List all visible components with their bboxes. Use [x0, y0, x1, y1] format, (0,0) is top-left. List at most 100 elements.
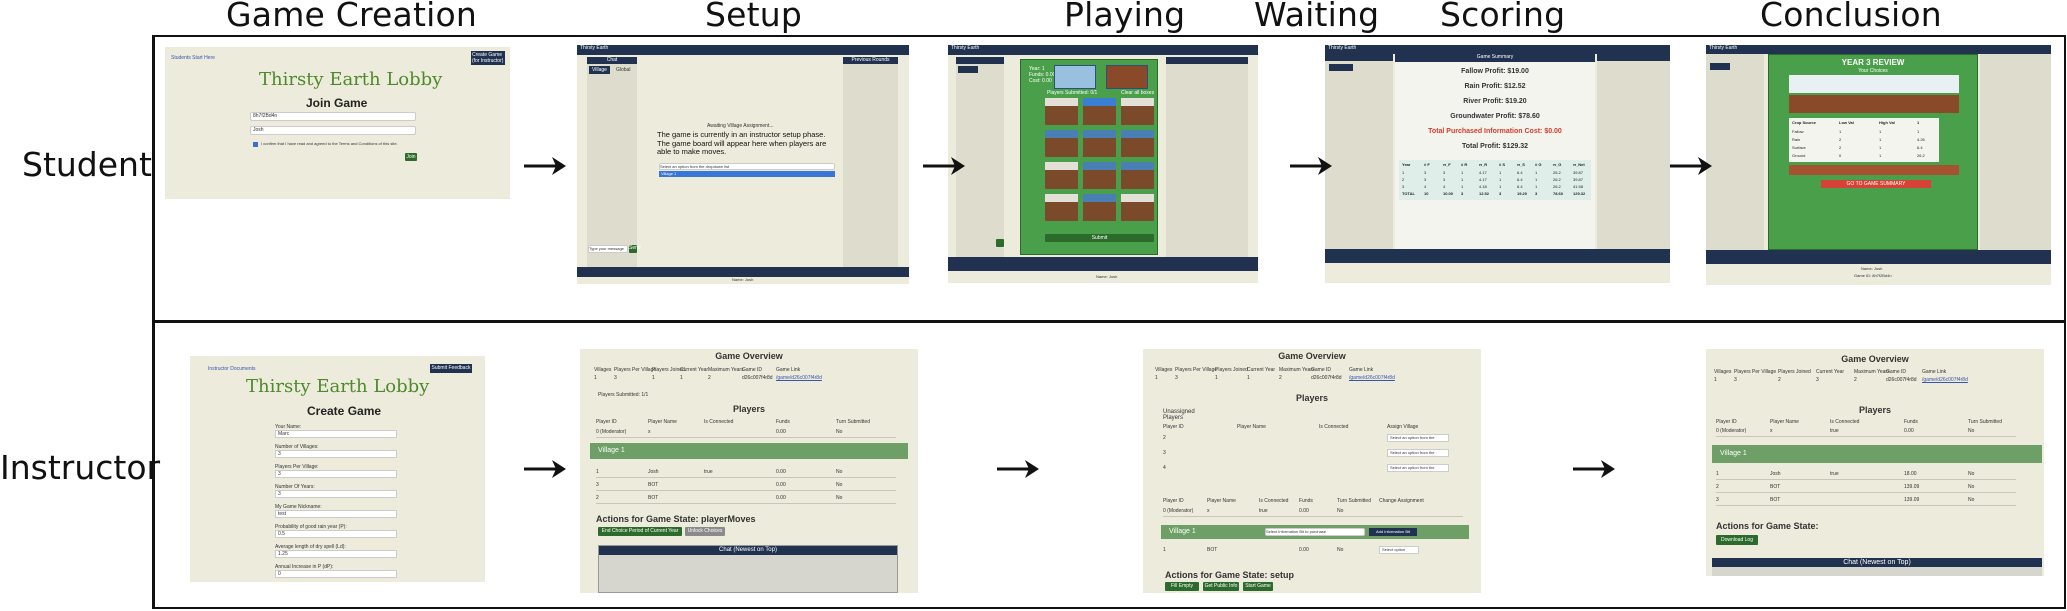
scoring-value-cell: 3 [1535, 191, 1538, 196]
overview-value-cell[interactable]: /game/d26c007f4r8d [1922, 377, 1968, 383]
app-name: Thirsty Earth [951, 45, 980, 51]
game-id-field[interactable]: 8h7f2Bd4n [250, 112, 416, 121]
terms-checkbox[interactable] [253, 142, 258, 147]
form-field-input[interactable]: 3 [275, 450, 397, 458]
scoring-app-header: Thirsty Earth [1325, 45, 1670, 54]
players-header-cell: Turn Submitted [1968, 419, 2002, 425]
scoring-value-cell: 4.17 [1479, 177, 1487, 182]
plot-tile[interactable] [1083, 162, 1116, 189]
send-button[interactable]: Send [629, 245, 641, 253]
game-board: Year: 1 Funds: 0.00 Cost: 0.00 Players S… [1020, 59, 1158, 255]
choice-icons-row [1789, 75, 1959, 93]
tab-village[interactable] [1710, 63, 1730, 70]
clear-boxes[interactable]: Clear all boxes [1121, 90, 1155, 96]
terms-text: I confirm that I have read and agreed to… [261, 141, 398, 146]
player-row-cell: 0.00 [776, 469, 786, 475]
create-game-button[interactable]: Create Game (for Instructor) [471, 51, 505, 65]
player-name-field[interactable]: Josh [250, 126, 416, 135]
form-field-input[interactable]: 0 [275, 570, 397, 578]
scoring-value-cell: 1 [1499, 170, 1502, 175]
crop-header-cell: Low Val [1839, 120, 1854, 125]
form-field-input[interactable]: 0.5 [275, 530, 397, 538]
table-row-divider [1716, 492, 2016, 493]
player-row-cell: No [836, 469, 843, 475]
public-info-button[interactable]: Get Public Info [1203, 582, 1239, 591]
game-summary-button[interactable]: GO TO GAME SUMMARY [1821, 180, 1931, 188]
join-button[interactable]: Join [405, 153, 417, 161]
plot-tile[interactable] [1083, 130, 1116, 157]
tab-village[interactable]: Village [589, 66, 610, 74]
info-bit-select[interactable]: Select Information Bit to purchase [1265, 528, 1365, 536]
submit-feedback-button[interactable]: Submit Feedback [430, 364, 472, 373]
form-field-label: My Game Nickname: [275, 504, 322, 510]
overview-value-cell: 1 [594, 375, 597, 381]
students-start-link[interactable]: Students Start Here [171, 55, 215, 61]
plot-tile[interactable] [1045, 194, 1078, 221]
overview-header-cell: Maximum Years [1279, 367, 1315, 373]
bot-row-cell: BOT [1207, 547, 1218, 553]
scoring-value-cell: 4 [1443, 184, 1446, 189]
assign-village-select[interactable]: Select an option from the [1387, 434, 1449, 442]
form-field-input[interactable]: test [275, 510, 397, 518]
plot-tile[interactable] [1121, 194, 1154, 221]
player-row-cell: Josh [648, 469, 659, 475]
form-field-label: Probability of good rain year (P): [275, 524, 347, 530]
send-button[interactable] [996, 239, 1004, 247]
submit-button[interactable]: Submit [1045, 234, 1154, 242]
change-assignment-select[interactable]: Select option [1379, 546, 1419, 554]
plot-tile[interactable] [1045, 162, 1078, 189]
scoring-value-cell: 78.60 [1553, 191, 1564, 196]
form-field-input[interactable]: 3 [275, 490, 397, 498]
start-game-button[interactable]: Start Game [1243, 582, 1273, 591]
overview-header-cell: Players Per Village [1175, 367, 1218, 373]
scoring-value-cell: 1 [1461, 177, 1464, 182]
tab-global[interactable]: Global [616, 67, 631, 73]
assign-village-select[interactable]: Select an option from the [1387, 464, 1449, 472]
players-header-cell: Is Connected [1319, 424, 1349, 430]
scoring-footer-bar [1325, 249, 1670, 263]
chat-input[interactable]: Type your message [588, 245, 628, 253]
scoring-value-cell: 3 [1402, 184, 1405, 189]
unlock-choices-button[interactable]: Unlock Choices [685, 527, 725, 536]
overview-value-cell[interactable]: /game/d26c007f4r8d [776, 375, 822, 381]
form-field-input[interactable]: 1.25 [275, 550, 397, 558]
chat-panel [956, 57, 1004, 257]
plot-tile[interactable] [1121, 98, 1154, 125]
chat-header: Chat (Newest on Top) [1712, 558, 2042, 567]
previous-rounds-panel [1980, 54, 2051, 250]
instructor-docs-link[interactable]: Instructor Documents [208, 366, 256, 372]
end-choice-button[interactable]: End Choice Period of Current Year [598, 527, 682, 536]
plot-tile[interactable] [1083, 98, 1116, 125]
arrow-right-icon [524, 460, 566, 478]
playing-app-header: Thirsty Earth [948, 45, 1258, 55]
form-field-input[interactable]: Marc [275, 430, 397, 438]
form-field-label: Number Of Years: [275, 484, 315, 490]
tab-village[interactable] [958, 66, 978, 73]
assign-village-select[interactable]: Select an option from the [1387, 449, 1449, 457]
fill-seats-button[interactable]: Fill Empty Seats [1165, 582, 1199, 593]
info-card-soil [1106, 65, 1148, 89]
tab-village[interactable] [1329, 64, 1353, 71]
plot-tile[interactable] [1083, 194, 1116, 221]
overview-value-cell[interactable]: /game/d26c007f4r8d [1349, 375, 1395, 381]
plot-tile[interactable] [1121, 162, 1154, 189]
plot-tile[interactable] [1121, 130, 1154, 157]
crop-value-cell: 1 [1879, 137, 1882, 142]
plot-tile[interactable] [1045, 98, 1078, 125]
players-header-cell: Player Name [1237, 424, 1266, 430]
scoring-value-cell: 3 [1443, 170, 1446, 175]
crop-value-cell: 1 [1879, 129, 1882, 134]
add-info-button[interactable]: Add Information Bit [1369, 528, 1417, 536]
form-field-input[interactable]: 3 [275, 470, 397, 478]
crop-value-cell: 2 [1839, 137, 1842, 142]
dropdown-option[interactable]: Village 1 [659, 171, 835, 177]
overview-value-cell: 2 [708, 375, 711, 381]
village-dropdown[interactable]: Select an option from the dropdown list [659, 163, 835, 170]
funds-label: Funds: 0.00 [1029, 72, 1056, 78]
player-row-cell: No [836, 482, 843, 488]
plot-tile[interactable] [1045, 130, 1078, 157]
player-row-cell: BOT [1770, 484, 1781, 490]
download-log-button[interactable]: Download Log [1716, 535, 1758, 545]
scoring-header-cell: π_F [1443, 162, 1451, 167]
